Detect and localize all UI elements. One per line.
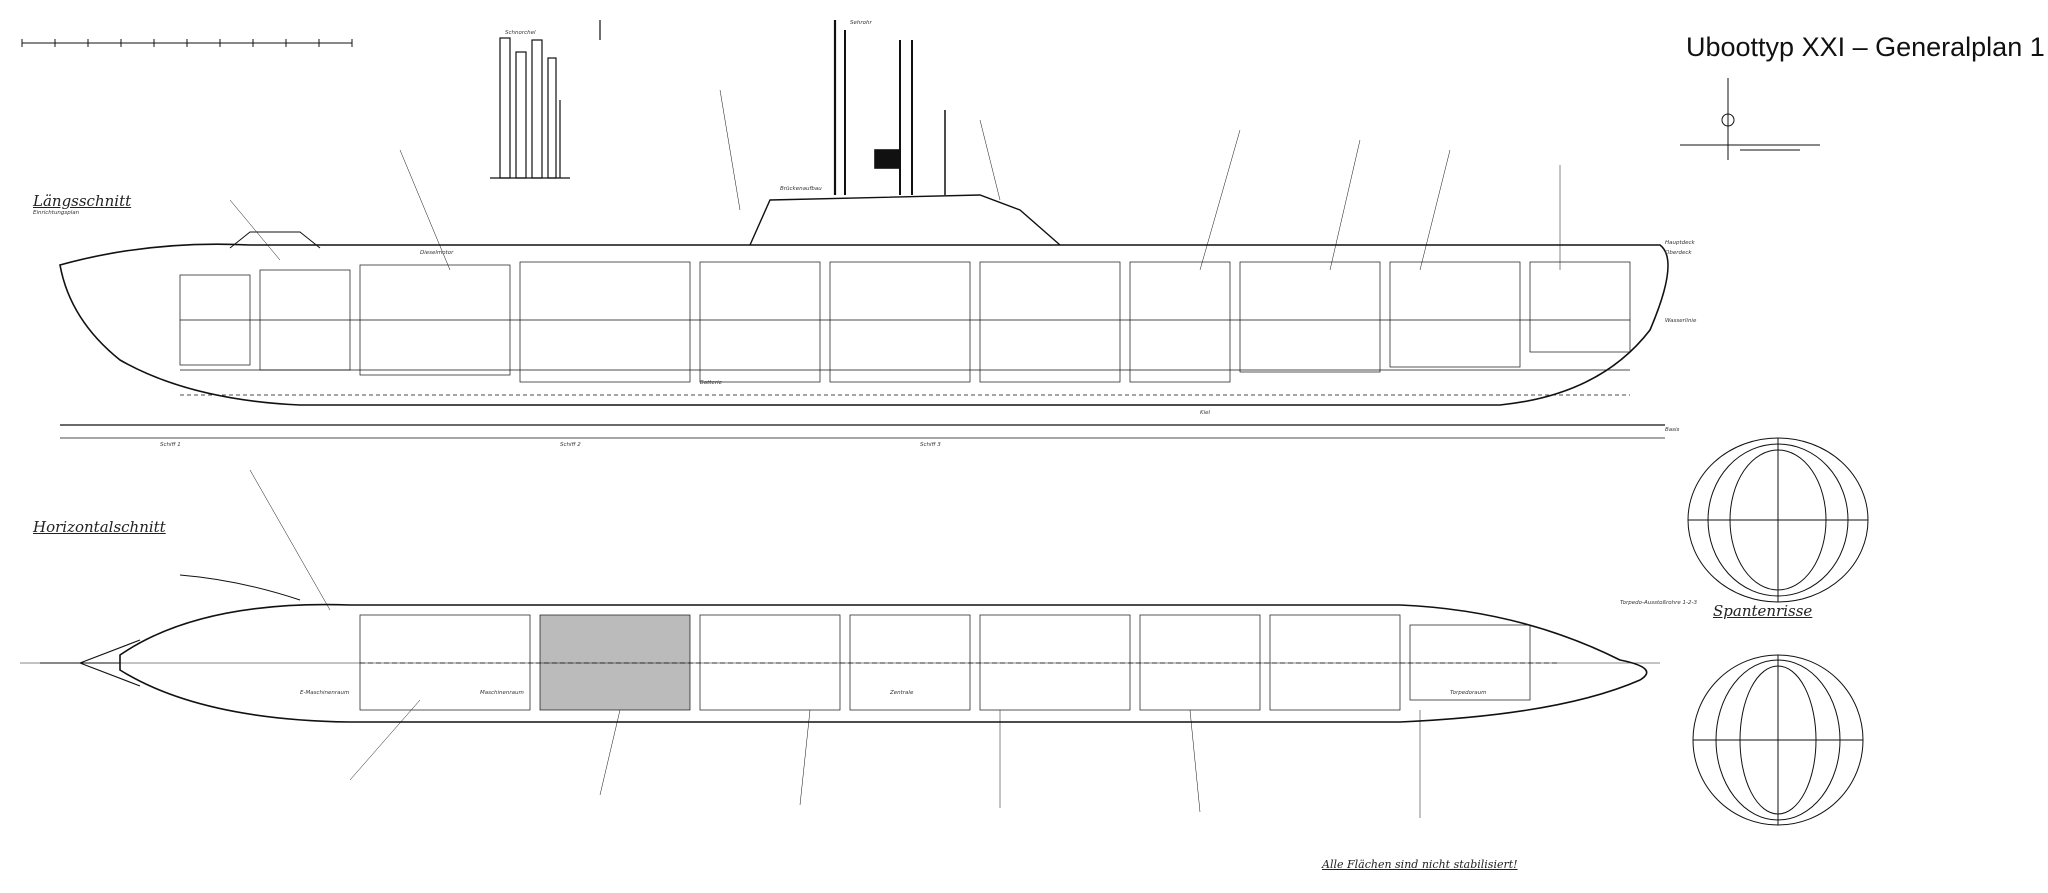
scale-bar [21,39,353,47]
horizontal-hull [40,574,1648,723]
annotation-label: E-Maschinenraum [300,690,350,696]
annotation-label: Torpedoraum [1450,690,1487,696]
section-label-frames: Spantenrisse [1713,602,1813,620]
periscope-detail [1680,78,1820,160]
section-label-horizontal: Horizontalschnitt [33,518,166,536]
longitudinal-interior [179,261,1631,396]
annotation-label: Maschinenraum [480,690,524,696]
annotation-label: Einrichtungsplan [33,210,80,216]
leader-lines [229,89,1561,818]
annotation-label: Schiff 3 [920,442,941,448]
annotation-label: Dieselmotor [420,250,454,256]
annotation-label: Hauptdeck [1665,240,1695,246]
longitudinal-hull [59,20,1669,439]
annotation-label: Zentrale [890,690,914,696]
annotation-label: Schiff 1 [160,442,181,448]
bottom-note: Alle Flächen sind nicht stabilisiert! [1322,858,1518,871]
annotation-label: Torpedo-Ausstoßrohre 1-2-3 [1620,600,1697,606]
horizontal-interior [20,614,1660,711]
annotation-label: Sehrohr [850,20,872,26]
annotation-label: Batterie [700,380,723,386]
frame-sections [1687,437,1869,826]
annotation-label: Oberdeck [1665,250,1692,256]
annotation-label: Brückenaufbau [780,186,822,192]
annotation-label: Schnorchel [505,30,536,36]
annotation-label: Wasserlinie [1665,318,1697,324]
snorkel-detail [490,20,601,179]
annotation-label: Basis [1665,427,1680,433]
annotation-label: Schiff 2 [560,442,581,448]
annotation-label: Kiel [1200,410,1211,416]
page-title: Uboottyp XXI – Generalplan 1 [1686,32,2045,62]
section-label-longitudinal: Längsschnitt [33,192,132,210]
